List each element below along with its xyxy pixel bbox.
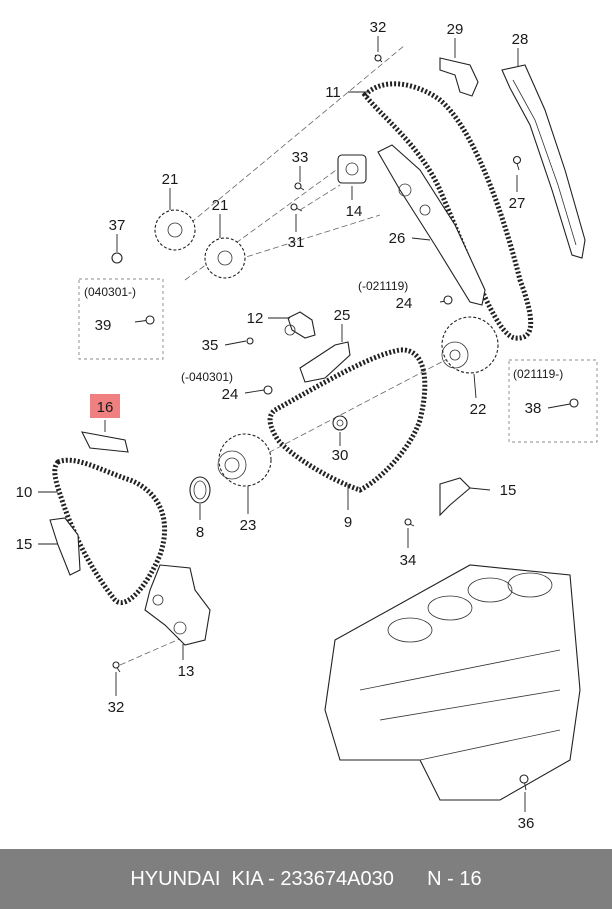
- chain-10: [52, 457, 167, 605]
- callout-39: 39: [95, 317, 112, 334]
- sprocket-21-a: [154, 209, 196, 251]
- note-021119: (-021119): [358, 279, 408, 293]
- chain-guide-16: [81, 431, 129, 453]
- callout-21-b: 21: [212, 197, 229, 214]
- callout-13: 13: [178, 663, 195, 680]
- bolt-38: [569, 398, 579, 408]
- callout-11: 11: [325, 84, 341, 101]
- bolt-32-bottom: [112, 661, 121, 673]
- callout-28: 28: [512, 31, 529, 48]
- bracket-13: [144, 564, 211, 646]
- callout-9: 9: [344, 514, 352, 531]
- note-box-right: (021119-): [513, 367, 563, 381]
- bolt-36: [519, 774, 529, 791]
- callout-22: 22: [470, 401, 487, 418]
- bolt-37: [111, 252, 123, 264]
- callout-35: 35: [202, 337, 219, 354]
- chain-guide-15-left: [49, 517, 81, 576]
- bolt-24-mid: [263, 385, 273, 395]
- leader-lines: [38, 36, 571, 812]
- timing-chain-parts-diagram: 32 29 28 11 33 21 21 14 27 37 31 26 24 3…: [16, 19, 598, 832]
- bolt-34: [404, 518, 415, 527]
- callout-14: 14: [346, 203, 363, 220]
- bolts: [111, 54, 579, 791]
- lower-timing-chain: [267, 347, 428, 493]
- chain-guide-28: [501, 64, 586, 259]
- callout-26: 26: [389, 230, 406, 247]
- crank-sprocket-23: [217, 433, 272, 487]
- callout-25: 25: [334, 307, 351, 324]
- upper-timing-chain: [361, 81, 534, 341]
- chain-guide-15-right: [439, 477, 471, 517]
- chain-tensioner-14: [337, 154, 367, 184]
- highlight-box-16: [90, 394, 120, 418]
- note-040301: (-040301): [181, 370, 233, 384]
- sprocket-22: [441, 316, 499, 374]
- bracket-29: [439, 57, 479, 97]
- callout-38: 38: [525, 400, 542, 417]
- callout-8: 8: [196, 524, 204, 541]
- callout-24-top: 24: [396, 295, 413, 312]
- callout-10: 10: [16, 484, 33, 501]
- callout-33: 33: [292, 149, 309, 166]
- callout-31: 31: [288, 234, 305, 251]
- callout-24-mid: 24: [222, 386, 239, 403]
- callout-37: 37: [109, 217, 126, 234]
- callout-15-left: 15: [16, 536, 33, 553]
- callout-34: 34: [400, 552, 417, 569]
- bolt-24-top: [439, 295, 453, 305]
- engine-block: [324, 564, 581, 801]
- callout-12: 12: [247, 310, 264, 327]
- washer-30: [332, 415, 348, 431]
- o-ring-8: [189, 476, 211, 504]
- callout-15-right: 15: [500, 482, 517, 499]
- callout-29: 29: [447, 21, 464, 38]
- bolt-27: [512, 155, 522, 171]
- tensioner-arm-26: [377, 144, 486, 306]
- bolt-35: [246, 337, 254, 345]
- bolt-33: [294, 182, 305, 191]
- callout-23: 23: [240, 517, 257, 534]
- part-number-footer: HYUNDAI KIA - 233674A030 N - 16: [0, 849, 612, 909]
- bolt-39: [134, 315, 155, 325]
- callout-32: 32: [370, 19, 387, 36]
- callout-27: 27: [509, 195, 526, 212]
- sprocket-21-b: [204, 237, 246, 279]
- callout-16: 16: [97, 399, 114, 416]
- variant-box-left: [78, 278, 164, 360]
- date-notes: (040301-) (021119-) (-021119) (-040301): [84, 279, 563, 384]
- note-box-left: (040301-): [84, 285, 136, 299]
- bolt-31: [290, 203, 303, 212]
- callout-36: 36: [518, 815, 535, 832]
- callout-32-bottom: 32: [108, 699, 125, 716]
- callout-30: 30: [332, 447, 349, 464]
- variant-box-right: [508, 359, 598, 443]
- bolt-32-top: [374, 54, 383, 63]
- callout-labels: 32 29 28 11 33 21 21 14 27 37 31 26 24 3…: [16, 19, 542, 832]
- callout-21-a: 21: [162, 171, 179, 188]
- chain-guide-25: [299, 341, 351, 383]
- tensioner-12: [284, 311, 316, 339]
